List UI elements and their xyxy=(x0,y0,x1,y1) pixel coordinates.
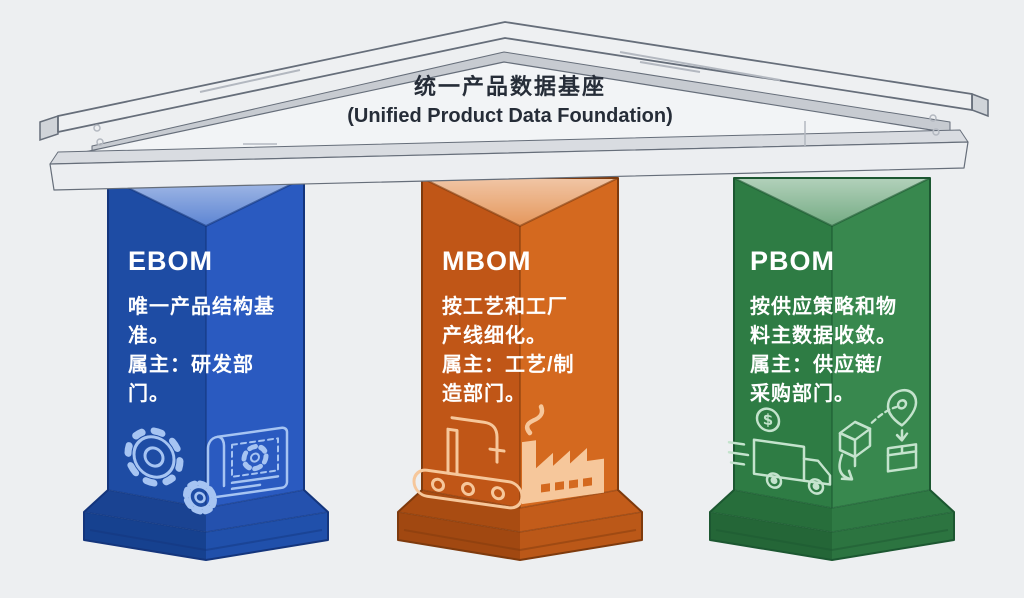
roof-title-en: (Unified Product Data Foundation) xyxy=(347,105,673,127)
pillar-mbom-desc-line: 造部门。 xyxy=(442,383,526,405)
pillar-pbom-desc-line: 属主：供应链/ xyxy=(750,354,883,376)
pillar-mbom xyxy=(398,178,642,560)
pillar-pbom-desc-line: 采购部门。 xyxy=(750,383,855,405)
coin-dollar-glyph: $ xyxy=(763,410,773,429)
pillar-mbom-label: MBOM xyxy=(442,246,532,276)
delivery-truck-icon: $ xyxy=(727,407,832,495)
pillar-ebom xyxy=(84,178,328,560)
gears-icon xyxy=(124,427,217,515)
roof xyxy=(39,21,989,191)
package-location-icon xyxy=(838,388,918,481)
roof-beam-face xyxy=(49,141,969,191)
pillar-ebom-desc-line: 门。 xyxy=(128,383,170,405)
pillar-ebom-text: EBOM 唯一产品结构基 准。 属主：研发部 门。 xyxy=(128,246,306,409)
pillar-mbom-text: MBOM 按工艺和工厂 产线细化。 属主：工艺/制 造部门。 xyxy=(442,246,620,409)
blueprint-icon xyxy=(206,426,289,499)
pillar-mbom-desc-line: 按工艺和工厂 xyxy=(442,296,568,318)
pillar-pbom-label: PBOM xyxy=(750,246,835,276)
roof-right-endcap xyxy=(971,92,989,118)
roof-title: 统一产品数据基座 (Unified Product Data Foundatio… xyxy=(325,72,695,130)
pillar-mbom-desc-line: 属主：工艺/制 xyxy=(442,354,575,376)
pillar-ebom-desc-line: 准。 xyxy=(128,325,170,347)
roof-title-zh: 统一产品数据基座 xyxy=(413,74,606,99)
roof-slab xyxy=(57,21,973,133)
factory-icon xyxy=(522,404,604,505)
pillar-pbom-desc-line: 料主数据收敛。 xyxy=(750,325,897,347)
pillar-pbom-desc-line: 按供应策略和物 xyxy=(750,296,897,318)
pillar-ebom-desc-line: 唯一产品结构基 xyxy=(128,296,275,318)
pillar-ebom-desc-line: 属主：研发部 xyxy=(128,354,254,376)
roof-left-endcap xyxy=(39,114,59,142)
pillar-mbom-desc-line: 产线细化。 xyxy=(442,325,547,347)
pillar-pbom: $ xyxy=(710,178,954,560)
pillar-pbom-text: PBOM 按供应策略和物 料主数据收敛。 属主：供应链/ 采购部门。 xyxy=(750,246,932,409)
pillar-ebom-label: EBOM xyxy=(128,246,213,276)
